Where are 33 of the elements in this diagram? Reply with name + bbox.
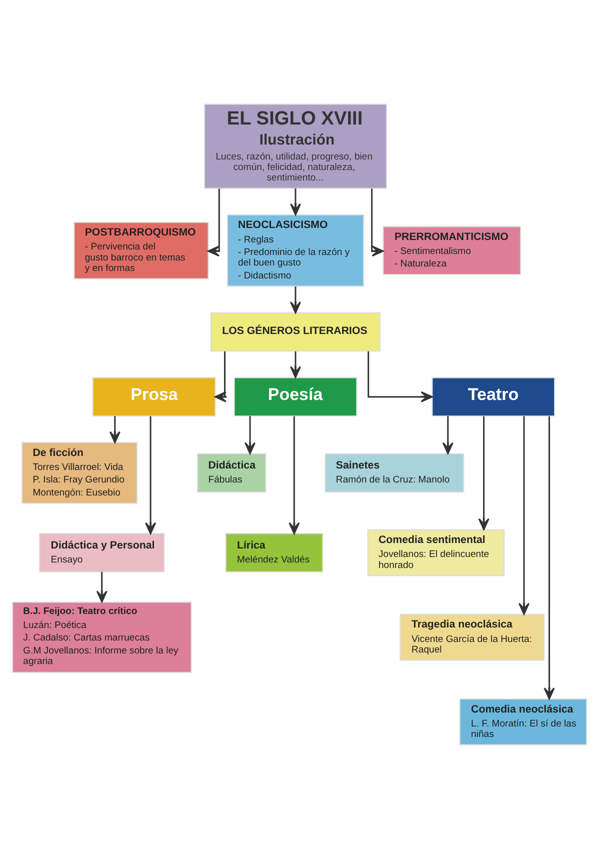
arrow: [478, 416, 490, 530]
node-box: Teatro: [432, 376, 556, 416]
node-box: Comedia sentimental Jovellanos: El delincuente honrado: [367, 528, 505, 576]
arrow: [288, 416, 300, 534]
node-box: B.J. Feijoo: Teatro crítico Luzán: Poética J. Cadalso: Cartas marruecas G.M Jovellanos: Informe sobre la ley agraria: [12, 601, 192, 672]
arrow: [371, 188, 384, 256]
arrow: [368, 350, 433, 402]
node-box: Comedia neoclásica L. F. Moratín: El sí de las niñas: [459, 698, 588, 745]
arrow: [208, 188, 220, 256]
node-box: POSTBARROQUISMO - Pervivencia del gusto barroco en temas y en formas: [74, 221, 209, 279]
node-box: Sainetes Ramón de la Cruz: Manolo: [324, 452, 464, 492]
arrow: [290, 188, 302, 215]
node-box: Poesía: [234, 376, 358, 416]
node-box: PRERROMANTICISMO - Sentimentalismo - Naturaleza: [382, 226, 522, 275]
node-box: Didáctica Fábulas: [197, 452, 266, 492]
node-box: De ficción Torres Villarroel: Vida P. Isla: Fray Gerundio Montengón: Eusebio: [22, 442, 138, 504]
arrow: [290, 350, 302, 378]
arrow: [96, 571, 108, 602]
arrow: [290, 286, 302, 313]
node-box: Tragedia neoclásica Vicente García de la Huerta: Raquel: [400, 613, 544, 660]
node-box: NEOCLASICISMO - Reglas - Predominio de la razón y del buen gusto - Didactismo: [226, 214, 364, 286]
arrow: [518, 416, 530, 614]
node-box: EL SIGLO XVIII Ilustración Luces, razón, utilidad, progreso, bien común, felicidad, naturaleza, sentimiento...: [204, 103, 387, 188]
node-box: LOS GÉNEROS LITERARIOS: [210, 312, 381, 352]
node-box: Didáctica y Personal Ensayo: [39, 532, 165, 572]
arrow: [214, 350, 227, 402]
arrow: [544, 416, 555, 700]
arrow: [145, 416, 156, 534]
arrow: [244, 416, 256, 454]
node-box: Prosa: [92, 376, 216, 416]
arrow: [109, 416, 120, 443]
node-box: Lírica Meléndez Valdés: [225, 532, 324, 572]
arrow: [442, 416, 454, 454]
